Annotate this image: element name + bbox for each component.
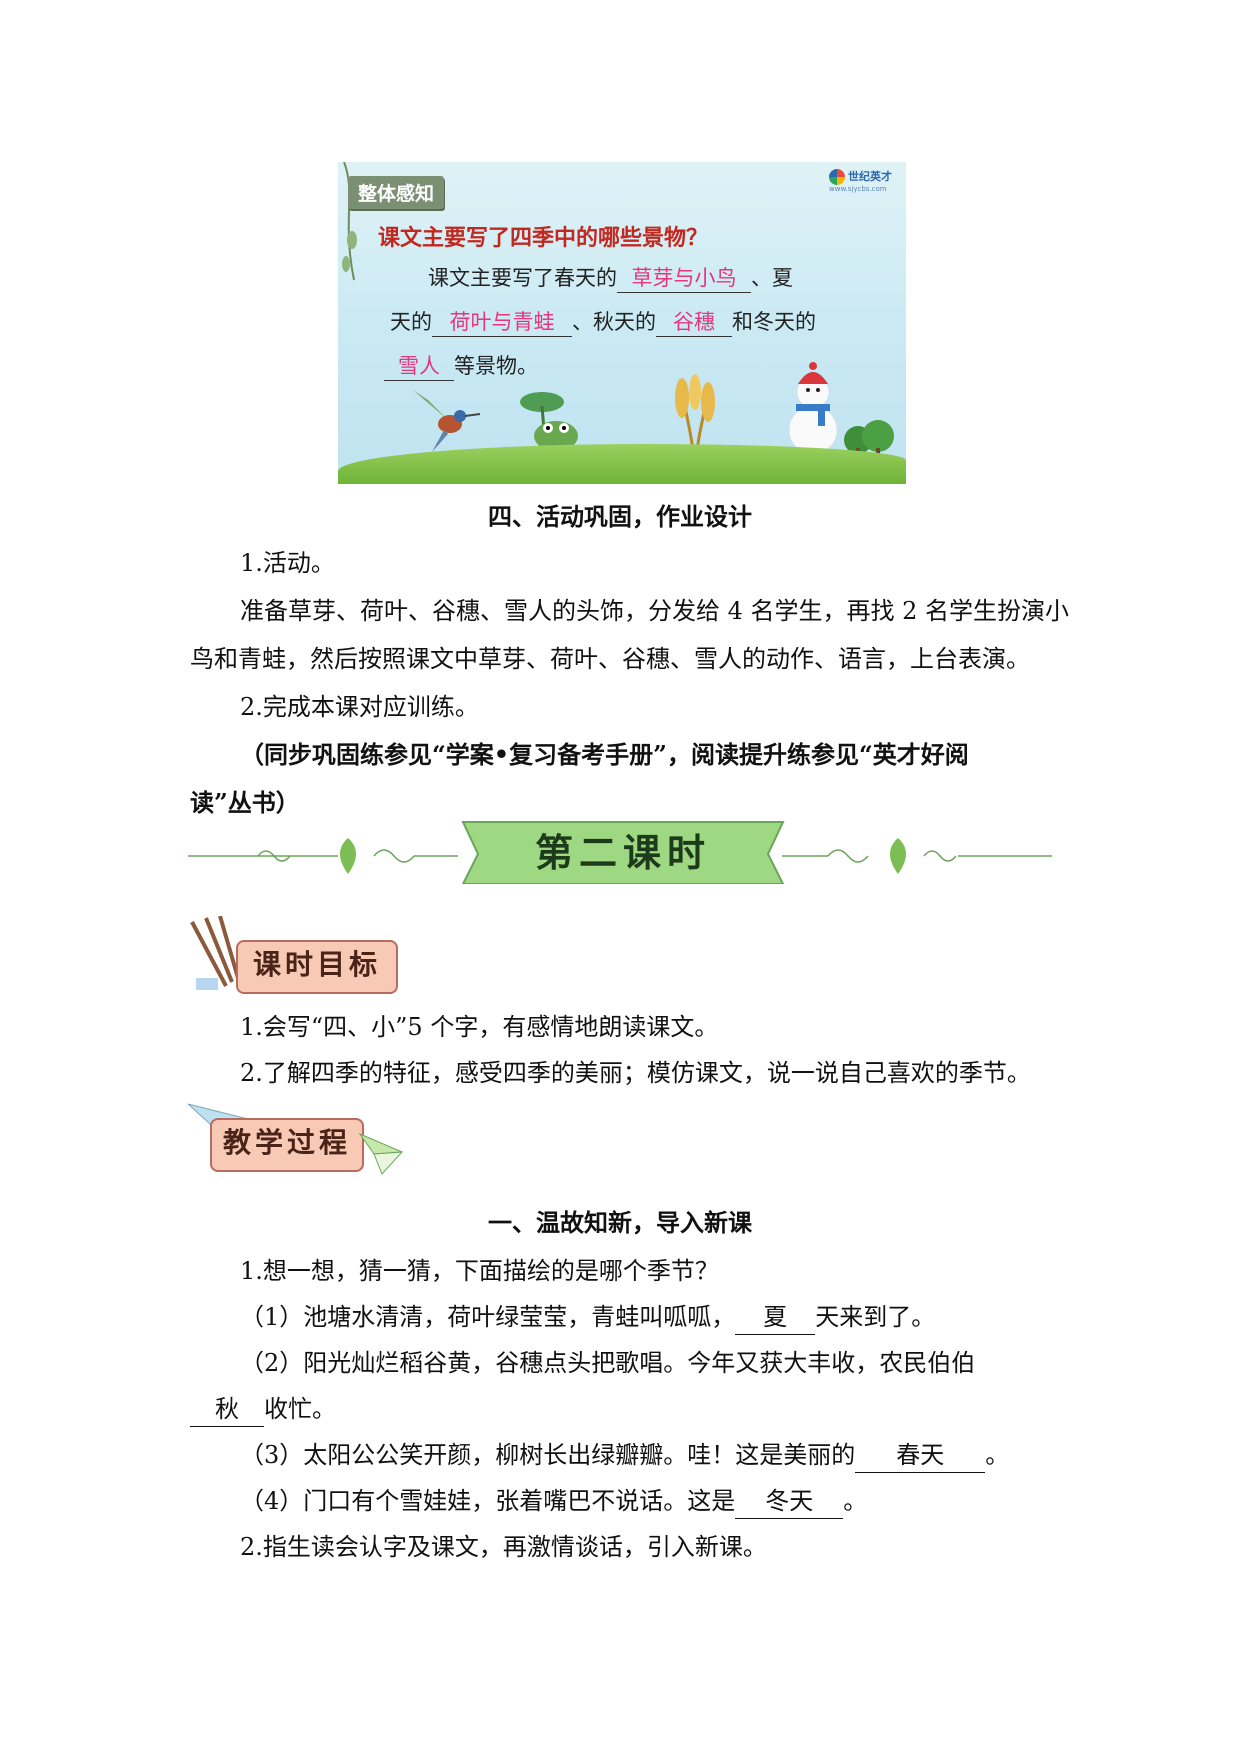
slide-answer-line-1: 课文主要写了春天的草芽与小鸟、夏 <box>428 262 793 293</box>
lesson-title: 第二课时 <box>534 831 711 875</box>
answer-fill-spring: 草芽与小鸟 <box>617 262 751 293</box>
reading-instruction: 2.指生读会认字及课文，再激情谈话，引入新课。 <box>240 1533 767 1561</box>
slide-answer-line-3: 雪人等景物。 <box>384 350 538 381</box>
process-badge: 教学过程 <box>210 1118 364 1172</box>
slide-tag: 整体感知 <box>348 176 445 209</box>
lesson-slide: 整体感知 世纪英才 www.sjycbs.com 课文主要写了四季中的哪些景物？… <box>338 162 906 484</box>
snowman-icon <box>788 362 838 455</box>
homework-item: 2.完成本课对应训练。 <box>240 693 479 721</box>
process-heading: 一、温故知新，导入新课 <box>488 1208 752 1237</box>
riddle-2-line-2: 秋收忙。 <box>190 1392 336 1427</box>
riddle-2-answer: 秋 <box>190 1392 264 1427</box>
slide-question: 课文主要写了四季中的哪些景物？ <box>378 226 709 251</box>
section-heading: 四、活动巩固，作业设计 <box>488 502 752 531</box>
activity-text-line-2: 鸟和青蛙，然后按照课文中草芽、荷叶、谷穗、雪人的动作、语言，上台表演。 <box>190 645 1030 673</box>
logo-url: www.sjycbs.com <box>829 185 887 193</box>
riddle-3: （3）太阳公公笑开颜，柳树长出绿瓣瓣。哇！这是美丽的春天。 <box>240 1438 1009 1473</box>
riddle-1: （1）池塘水清清，荷叶绿莹莹，青蛙叫呱呱，夏天来到了。 <box>240 1300 935 1335</box>
answer-fill-autumn: 谷穗 <box>656 306 732 337</box>
riddle-1-answer: 夏 <box>735 1300 816 1335</box>
riddle-2-line-1: （2）阳光灿烂稻谷黄，谷穗点头把歌唱。今年又获大丰收，农民伯伯 <box>240 1349 976 1377</box>
riddle-4: （4）门口有个雪娃娃，张着嘴巴不说话。这是冬天。 <box>240 1484 867 1519</box>
frog-with-lotus-leaf-icon <box>520 392 578 451</box>
vine-decoration <box>342 162 357 281</box>
slide-answer-line-2: 天的荷叶与青蛙、秋天的谷穗和冬天的 <box>390 306 816 337</box>
logo-icon <box>829 169 845 185</box>
answer-fill-summer: 荷叶与青蛙 <box>432 306 572 337</box>
reference-note-line-2: 读”丛书） <box>190 788 300 817</box>
brushes-icon <box>190 916 240 990</box>
riddle-3-answer: 春天 <box>855 1438 986 1473</box>
goal-1: 1.会写“四、小”5 个字，有感情地朗读课文。 <box>240 1013 719 1041</box>
activity-item: 1.活动。 <box>240 549 335 577</box>
logo-text: 世纪英才 <box>848 170 892 183</box>
paper-plane-icon <box>358 1132 404 1175</box>
reference-note-line-1: （同步巩固练参见“学案•复习备考手册”，阅读提升练参见“英才好阅 <box>240 740 969 769</box>
riddle-4-answer: 冬天 <box>735 1484 844 1519</box>
divider-ornament <box>188 821 1052 884</box>
riddle-question: 1.想一想，猜一猜，下面描绘的是哪个季节？ <box>240 1257 719 1285</box>
goal-2: 2.了解四季的特征，感受四季的美丽；模仿课文，说一说自己喜欢的季节。 <box>240 1059 1031 1087</box>
lesson-divider: 第二课时 <box>188 808 1052 884</box>
answer-fill-winter: 雪人 <box>384 350 454 381</box>
bird-icon <box>413 390 481 452</box>
activity-text-line-1: 准备草芽、荷叶、谷穗、雪人的头饰，分发给 4 名学生，再找 2 名学生扮演小 <box>240 597 1070 625</box>
grass-ground <box>338 444 906 484</box>
goals-badge: 课时目标 <box>236 940 398 994</box>
publisher-logo: 世纪英才 www.sjycbs.com <box>829 168 892 193</box>
